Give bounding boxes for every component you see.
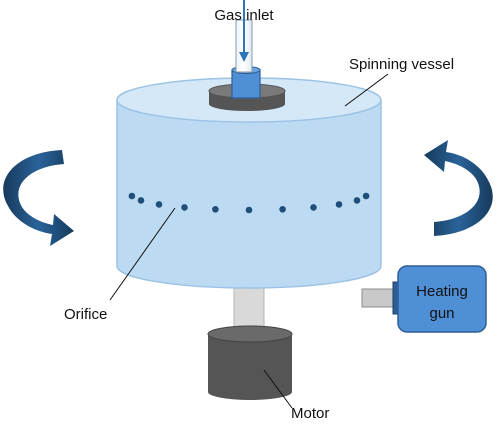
- orifice-dot: [155, 201, 163, 208]
- heating-gun: [361, 265, 487, 333]
- spinning-vessel-label: Spinning vessel: [349, 56, 454, 73]
- orifice-dot: [279, 206, 286, 213]
- heating-gun-label-line1: Heating: [416, 283, 468, 300]
- heating-gun-label-line2: gun: [429, 305, 454, 322]
- gas-flow-arrow-icon: [239, 0, 249, 62]
- orifice-leader-line: [109, 207, 176, 301]
- motor: [207, 325, 293, 400]
- motor-label: Motor: [291, 405, 329, 422]
- orifice-dot: [310, 204, 317, 211]
- orifice-dots: [128, 192, 370, 214]
- orifice-dot: [245, 206, 253, 214]
- orifice-dot: [335, 201, 343, 208]
- orifice-label: Orifice: [64, 306, 107, 323]
- motor-leader-line: [263, 369, 293, 409]
- gas-inlet-label: Gas inlet: [214, 7, 274, 24]
- orifice-dot: [362, 192, 370, 200]
- orifice-dot: [212, 206, 219, 213]
- orifice-dot: [137, 197, 145, 204]
- rotation-arrow-right-icon: [424, 140, 493, 236]
- orifice-dot: [181, 204, 188, 211]
- orifice-dot: [128, 192, 136, 200]
- rotation-arrow-left-icon: [3, 150, 75, 246]
- orifice-dot: [353, 197, 361, 204]
- spinning-vessel-leader-line: [344, 73, 389, 107]
